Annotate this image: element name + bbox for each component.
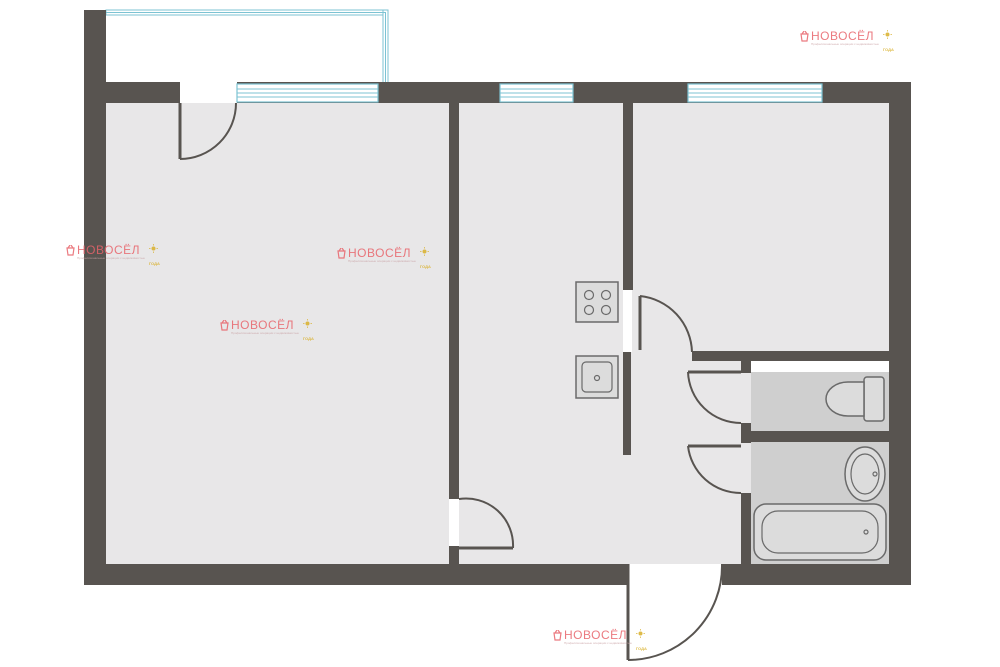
novosel-logo-icon <box>337 247 346 259</box>
watermark-tagline: Профессиональные операции с недвижимость… <box>77 256 145 260</box>
novosel-logo-icon <box>220 319 229 331</box>
door-toilet <box>687 370 742 424</box>
door-entrance <box>626 563 724 661</box>
award-sun-icon <box>419 247 429 256</box>
wall-living-kitchen-low <box>449 546 459 564</box>
watermark: НОВОСЁЛ Профессиональные операции с недв… <box>66 244 160 266</box>
kitchen-hall-floor <box>459 103 623 564</box>
wall-bottom-right <box>722 564 911 585</box>
door-bedroom <box>638 295 693 353</box>
award-sun-icon <box>635 629 645 638</box>
watermark-badge: ГОДА <box>302 336 314 341</box>
watermark-badge: ГОДА <box>882 47 894 52</box>
bathtub-icon <box>753 503 887 561</box>
watermark-badge: ГОДА <box>419 264 431 269</box>
watermark: НОВОСЁЛ Профессиональные операции с недв… <box>220 319 314 341</box>
window-kitchen <box>499 83 574 103</box>
door-bathroom <box>687 444 742 495</box>
watermark-brand: НОВОСЁЛ <box>66 244 145 256</box>
watermark: НОВОСЁЛ Профессиональные операции с недв… <box>800 30 894 52</box>
wall-kitchen-partition <box>623 352 631 455</box>
award-sun-icon <box>148 244 158 253</box>
window-bedroom <box>687 83 823 103</box>
wall-bath-left-low <box>741 493 751 564</box>
door-balcony <box>178 102 237 160</box>
wall-toilet-bath <box>741 431 911 442</box>
wall-bath-right <box>889 361 911 564</box>
kitchen-sink-icon <box>575 355 619 399</box>
watermark: НОВОСЁЛ Профессиональные операции с недв… <box>337 247 431 269</box>
award-sun-icon <box>882 30 892 39</box>
openings <box>180 82 237 103</box>
bedroom-floor <box>633 103 889 351</box>
novosel-logo-icon <box>800 30 809 42</box>
watermark-brand: НОВОСЁЛ <box>800 30 879 42</box>
award-sun-icon <box>302 319 312 328</box>
wall-kitchen-bedroom <box>623 103 633 290</box>
door-living-room <box>458 497 515 550</box>
stove-icon <box>575 281 619 323</box>
doors <box>178 102 742 661</box>
toilet-icon <box>825 376 885 422</box>
novosel-logo-icon <box>553 629 562 641</box>
watermark-tagline: Профессиональные операции с недвижимость… <box>811 42 879 46</box>
wall-living-kitchen <box>449 103 459 499</box>
watermark-tagline: Профессиональные операции с недвижимость… <box>564 641 632 645</box>
wall-left-outer <box>84 10 106 585</box>
balcony-door-opening <box>180 82 237 103</box>
watermark-brand: НОВОСЁЛ <box>337 247 416 259</box>
novosel-logo-icon <box>66 244 75 256</box>
washbasin-icon <box>844 446 886 502</box>
living-room-floor <box>106 103 449 564</box>
wall-bottom-left <box>84 564 628 585</box>
watermark-brand: НОВОСЁЛ <box>553 629 632 641</box>
watermark-tagline: Профессиональные операции с недвижимость… <box>348 259 416 263</box>
wall-bedroom-bottom <box>692 351 911 361</box>
watermark-badge: ГОДА <box>635 646 647 651</box>
wall-bath-left-top <box>741 361 751 373</box>
watermark-brand: НОВОСЁЛ <box>220 319 299 331</box>
balcony <box>105 9 389 86</box>
fixtures <box>575 281 887 561</box>
windows <box>236 83 823 103</box>
watermark: НОВОСЁЛ Профессиональные операции с недв… <box>553 629 647 651</box>
window-living <box>236 83 379 103</box>
watermark-badge: ГОДА <box>148 261 160 266</box>
hall-floor <box>623 352 751 564</box>
watermark-tagline: Профессиональные операции с недвижимость… <box>231 331 299 335</box>
